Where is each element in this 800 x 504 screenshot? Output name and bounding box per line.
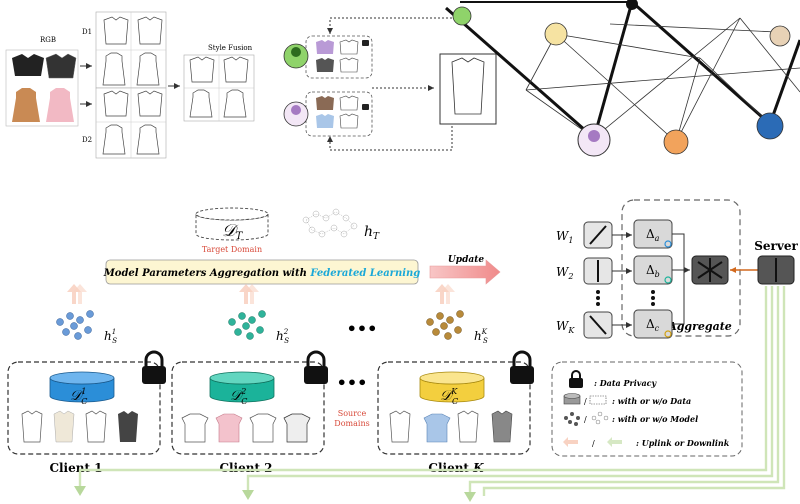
rgb-label: RGB — [40, 36, 56, 44]
rgb-dress-image — [12, 88, 40, 122]
server-label: Server — [754, 239, 798, 253]
clientk-model-icon — [426, 310, 464, 340]
delta-b: Δb — [633, 255, 673, 285]
clients-ellipsis-bottom: ••• — [337, 373, 368, 392]
d1-label: D1 — [82, 28, 92, 36]
weights-vertical-ellipsis — [596, 290, 600, 306]
client1-model-icon — [56, 310, 94, 340]
database-icon: / — [563, 393, 607, 406]
aggregate-box — [621, 199, 741, 337]
aggregate-label: Aggregate — [667, 320, 732, 333]
delta-bracket — [672, 233, 685, 325]
downlink-arrowheads — [74, 486, 476, 502]
client2-label: Client 2 — [219, 461, 272, 475]
rgb-coat-image — [45, 53, 77, 79]
client2-model-icon — [228, 310, 266, 340]
target-model-icon — [302, 208, 358, 238]
graph-node-avatar-6 — [769, 25, 791, 47]
client1-lock-icon — [142, 350, 166, 384]
target-database-icon — [195, 207, 269, 221]
client1-label: Client 1 — [49, 461, 102, 475]
weight-w2: W2 — [556, 257, 613, 285]
generated-garment-frame — [439, 53, 497, 125]
target-domain: 𝒟T Target Domain hT — [195, 207, 380, 254]
delta-c: Δc — [633, 309, 673, 339]
client2-database-icon — [209, 371, 275, 385]
graph-node-avatar-2 — [544, 22, 568, 46]
clientk-label: Client K — [428, 461, 484, 475]
model-icon: / — [564, 411, 609, 426]
d1-sketch-grid — [95, 11, 167, 89]
legend-data-privacy: : Data Privacy — [594, 378, 657, 388]
style-fusion-panel: RGB D1 D2 — [5, 11, 255, 159]
graph-node-avatar-1 — [452, 6, 472, 26]
social-graph — [445, 0, 800, 157]
svg-text:/: / — [584, 397, 587, 406]
aggregator-block — [691, 255, 729, 285]
target-domain-symbol: 𝒟T — [222, 221, 244, 242]
rgb-jacket-image — [12, 54, 44, 76]
personal-avatar-panel — [283, 17, 497, 151]
user2-lock-icon — [362, 104, 369, 110]
graph-node-avatar-5 — [756, 112, 784, 140]
legend: : Data Privacy / : with or w/o Data / : … — [551, 361, 743, 457]
svg-text:/: / — [592, 439, 595, 448]
lock-icon — [569, 370, 583, 388]
weight-w2-label: W2 — [556, 265, 573, 281]
clients-ellipsis-top: ••• — [347, 319, 378, 338]
delta-b-label: Δb — [646, 263, 660, 279]
aggregation-text: Model Parameters Aggregation with Federa… — [103, 268, 421, 279]
d2-label: D2 — [82, 136, 92, 144]
aggregation-bar — [105, 259, 419, 285]
delta-c-label: Δc — [646, 317, 660, 333]
weight-w1-label: W1 — [556, 229, 573, 245]
clientk-database-icon — [419, 371, 485, 385]
arrow-icon: / — [563, 437, 622, 448]
client2-lock-icon — [304, 350, 328, 384]
deltas-vertical-ellipsis — [651, 290, 655, 306]
legend-uplink-downlink: : Uplink or Downlink — [636, 438, 730, 448]
style-fusion-label: Style Fusion — [208, 44, 253, 52]
target-domain-label: Target Domain — [202, 245, 262, 254]
delta-a: Δa — [633, 219, 673, 249]
legend-with-model: : with or w/o Model — [612, 414, 698, 424]
rgb-pink-dress-image — [46, 88, 74, 122]
user2-box — [305, 91, 373, 137]
generated-garment-sketch — [451, 57, 485, 115]
d2-sketch-grid — [95, 87, 167, 159]
target-model-symbol: hT — [364, 224, 380, 242]
style-fusion-grid — [183, 54, 255, 122]
user1-lock-icon — [362, 40, 369, 46]
svg-text:/: / — [584, 415, 587, 424]
delta-a-label: Δa — [646, 227, 660, 243]
weight-wk: WK — [556, 311, 613, 339]
weight-wk-label: WK — [556, 319, 575, 335]
clientk-lock-icon — [510, 350, 534, 384]
client1-database-icon — [49, 371, 115, 385]
feedback-arrow-top — [327, 17, 452, 34]
legend-with-data: : with or w/o Data — [612, 396, 691, 406]
uplink-arrows — [67, 284, 455, 304]
weight-w1: W1 — [556, 221, 613, 249]
update-arrow: Update — [429, 255, 501, 285]
downlink-arrows — [78, 286, 786, 496]
server-block — [757, 255, 795, 285]
feedback-arrow-bottom — [327, 126, 453, 151]
graph-node-avatar-4 — [663, 129, 689, 155]
update-label: Update — [448, 255, 484, 265]
